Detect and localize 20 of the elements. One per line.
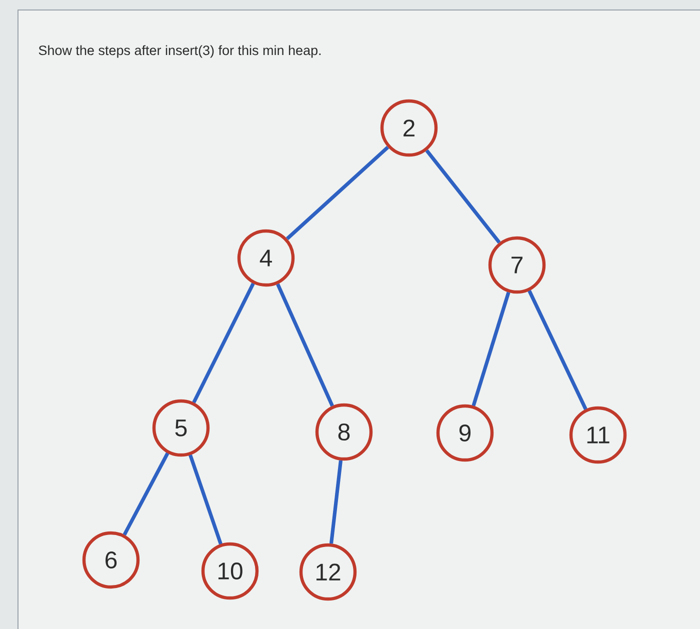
tree-edge (472, 292, 510, 406)
heap-node: 9 (436, 404, 494, 462)
heap-node: 6 (82, 531, 140, 589)
tree-edge (192, 282, 255, 404)
heap-node: 12 (299, 543, 357, 601)
heap-node: 10 (201, 542, 259, 600)
heap-node: 4 (237, 229, 295, 287)
tree-edge (188, 454, 222, 545)
heap-node: 2 (380, 99, 438, 157)
heap-node: 5 (152, 399, 210, 457)
question-text: Show the steps after insert(3) for this min heap. (38, 45, 321, 58)
tree-edge (425, 149, 501, 244)
heap-node: 11 (569, 406, 627, 464)
heap-node: 7 (488, 236, 546, 294)
tree-edge (286, 146, 390, 240)
tree-edge (329, 460, 343, 544)
tree-edge (122, 452, 170, 536)
tree-edge (528, 290, 588, 410)
heap-node: 8 (315, 403, 373, 461)
tree-edge (276, 283, 334, 407)
